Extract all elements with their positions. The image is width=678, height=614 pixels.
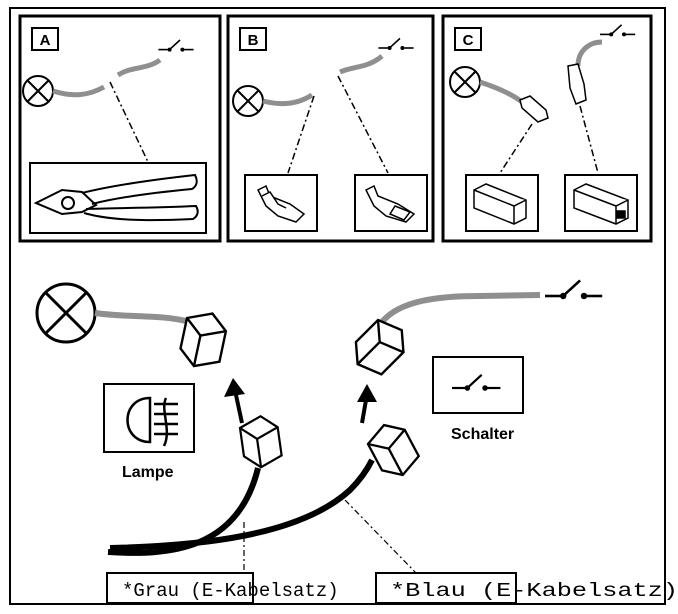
panel-a-switch-wire [116,57,162,78]
switch-symbol-box [432,356,524,414]
crimp-terminal-open-icon [256,184,306,223]
lamp-caption: Lampe [122,464,174,481]
grey-callout-text: *Grau (E-Kabelsatz) [122,580,339,602]
switch-caption: Schalter [451,426,514,443]
insulator-housing-icon-2 [573,183,629,225]
panel-b-letter: B [248,32,259,49]
panel-a-letter-box [31,27,59,51]
grey-callout-box [106,572,254,604]
switch-grey-wire [379,292,541,325]
panel-b-letter-box [239,27,267,51]
panel-b-lamp-wire [262,92,314,107]
panel-a: A [18,14,222,243]
harness-black-wire-right [109,458,375,551]
panel-c-letter: C [463,32,474,49]
arrow-up-right-icon [357,384,377,424]
fog-lamp-icon [126,396,178,447]
panel-c: C [441,14,653,243]
main-lamp-icon [35,282,97,344]
panel-b-switch-wire [339,54,384,75]
panel-c-small-terminal-1 [519,95,549,123]
main-illustration: Lampe Schalter [35,279,604,574]
grey-harness-callout: *Grau (E-Kabelsatz) [106,572,339,604]
panel-c-leader-1 [499,123,533,174]
blue-harness-callout: *Blau (E-Kabelsatz) [375,572,678,604]
blue-callout-box [375,572,517,604]
panel-a-lamp-icon [22,75,54,107]
panel-b-lamp-icon [232,85,264,117]
insulator-housing-icon-1 [473,183,527,225]
panel-c-letter-box [454,27,482,51]
panel-b: B [226,14,435,243]
panel-b-leader-1 [287,95,315,174]
blue-callout-text: *Blau (E-Kabelsatz) [390,580,678,602]
pliers-icon [33,173,199,222]
panel-c-lamp-icon [449,66,481,98]
lamp-grey-wire [94,310,191,325]
panel-a-lamp-wire [52,84,106,98]
panel-c-switch-wire [575,39,603,67]
panel-a-letter: A [40,32,51,49]
blue-callout-leader [344,499,417,574]
panel-c-leader-2 [579,105,599,174]
panel-b-leader-2 [337,75,389,174]
panel-c-small-terminal-2 [567,63,587,105]
crimp-terminal-closed-icon [364,184,416,223]
arrow-up-left-icon [224,378,245,424]
